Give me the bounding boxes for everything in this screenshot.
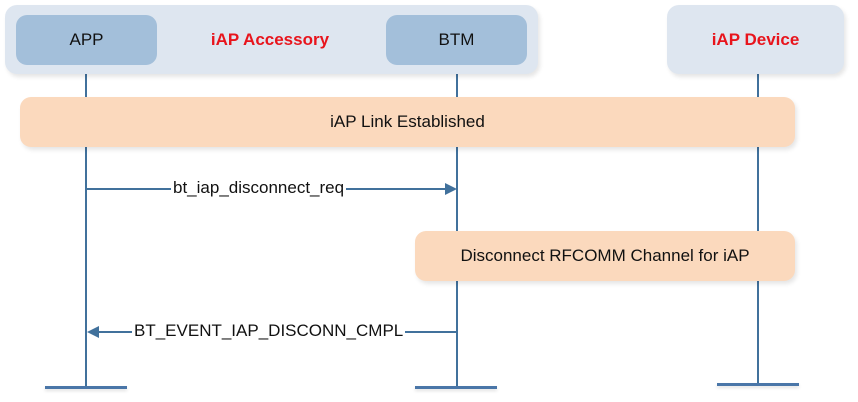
note-disconnect-rfcomm-label: Disconnect RFCOMM Channel for iAP bbox=[460, 246, 750, 265]
lifeline-end-device bbox=[717, 383, 799, 386]
arrowhead-right-icon bbox=[445, 183, 457, 195]
note-disconnect-rfcomm: Disconnect RFCOMM Channel for iAP bbox=[415, 231, 795, 281]
note-link-established-label: iAP Link Established bbox=[330, 112, 485, 131]
note-link-established: iAP Link Established bbox=[20, 97, 795, 147]
lifeline-btm bbox=[456, 65, 458, 388]
participant-app[interactable]: APP bbox=[16, 15, 157, 65]
participant-iap-device[interactable]: iAP Device bbox=[667, 5, 844, 74]
lifeline-app bbox=[85, 65, 87, 388]
arrowhead-left-icon bbox=[87, 326, 99, 338]
message-disconnect-req-label: bt_iap_disconnect_req bbox=[171, 178, 347, 198]
iap-accessory-title: iAP Accessory bbox=[210, 30, 330, 49]
participant-btm-label: BTM bbox=[438, 30, 475, 49]
participant-iap-device-label: iAP Device bbox=[711, 29, 800, 49]
lifeline-end-btm bbox=[415, 386, 497, 389]
lifeline-end-app bbox=[45, 386, 127, 389]
participant-app-label: APP bbox=[69, 30, 104, 49]
lifeline-device bbox=[757, 74, 759, 385]
message-disconn-cmpl-label: BT_EVENT_IAP_DISCONN_CMPL bbox=[132, 321, 406, 341]
participant-btm[interactable]: BTM bbox=[386, 15, 527, 65]
